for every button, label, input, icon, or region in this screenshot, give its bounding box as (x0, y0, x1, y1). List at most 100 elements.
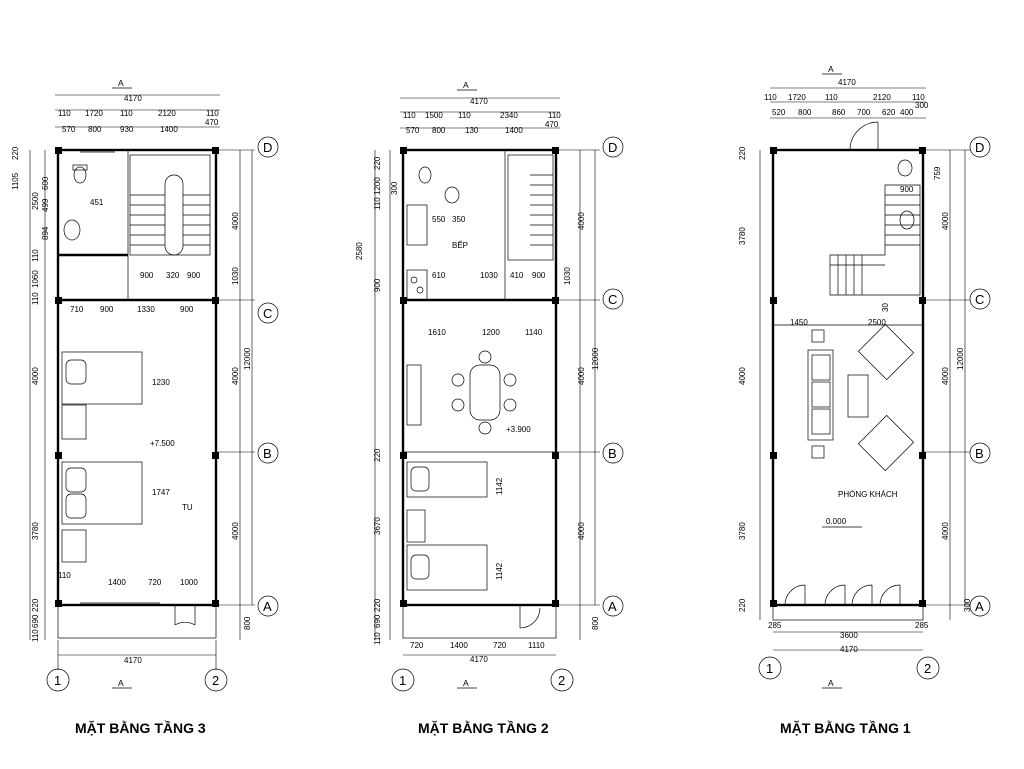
grid-label-row-b: B (263, 446, 272, 461)
grid-label-col-2: 2 (212, 673, 219, 688)
dim-left-1200-p2: 1200 (373, 177, 382, 195)
room-dim-30: 30 (881, 303, 890, 312)
dim-top-4-p2: 2340 (500, 111, 518, 120)
wardrobe-label: TU (182, 503, 193, 512)
room-dim-720: 720 (148, 578, 162, 587)
dim-overall-bottom-p2: 4170 (470, 655, 488, 664)
title-tang1: MẶT BẰNG TẦNG 1 (780, 719, 911, 736)
plan-tang2: 1 2 D C B A A A 4170 4170 110 1500 110 2… (355, 80, 624, 736)
room-dim-550: 550 (432, 215, 446, 224)
room-dim-1110: 1110 (528, 641, 545, 650)
grid-label-row-c-p2: C (608, 292, 617, 307)
dim-right-800: 800 (243, 616, 252, 630)
dim-left-894: 894 (41, 226, 50, 240)
dim-right-12000-p2: 12000 (591, 347, 600, 370)
grid-label-col-1: 1 (54, 673, 61, 688)
dim-right-4000c: 4000 (231, 522, 240, 540)
room-dim-350: 350 (452, 215, 466, 224)
room-dim-1200: 1200 (482, 328, 500, 337)
room-dim-1747: 1747 (152, 488, 170, 497)
dim-right-800-p2: 800 (591, 616, 600, 630)
dim-top-2-p1: 1720 (788, 93, 806, 102)
room-dim-710: 710 (70, 305, 84, 314)
grid-label-row-a-p2: A (608, 599, 617, 614)
dim-left-690: 690 (31, 614, 40, 628)
dim-right-12000-p1: 12000 (956, 347, 965, 370)
dim-left-110-p2: 110 (373, 197, 382, 210)
dim-left-600: 600 (41, 176, 50, 190)
dim-left-499: 499 (41, 198, 50, 212)
dim-top-4: 2120 (158, 109, 176, 118)
grid-label-row-c: C (263, 306, 272, 321)
dim-top2-3-p2: 130 (465, 126, 479, 135)
dim-top2-6-p1: 400 (900, 108, 914, 117)
room-dim-451: 451 (90, 198, 104, 207)
dim-right-4000c-p1: 4000 (941, 522, 950, 540)
room-dim-1142a: 1142 (495, 477, 504, 495)
dim-left-3670-p2: 3670 (373, 517, 382, 535)
room-dim-1000: 1000 (180, 578, 198, 587)
grid-label-col-2-p2: 2 (558, 673, 565, 688)
dim-top2-2-p2: 800 (432, 126, 446, 135)
dim-top2-7-p1: 300 (915, 101, 929, 110)
grid-label-col-2-p1: 2 (924, 661, 931, 676)
grid-bubble-2 (204, 668, 228, 692)
dim-top-1-p1: 110 (764, 93, 777, 102)
plan-tang1: 1 2 D C B A A A 4170 4170 110 1720 110 2… (738, 64, 991, 736)
dim-top-2-p2: 1500 (425, 111, 443, 120)
grid-bubble-1 (46, 668, 70, 692)
room-dim-285a: 285 (768, 621, 782, 630)
grid-label-row-c-p1: C (975, 292, 984, 307)
dim-left-2580-p2: 2580 (355, 242, 364, 260)
dim-top2-1: 570 (62, 125, 76, 134)
grid-label-row-d-p1: D (975, 140, 984, 155)
level-label-1: 0.000 (826, 517, 847, 526)
dim-left-220b: 220 (31, 598, 40, 612)
room-dim-1450: 1450 (790, 318, 808, 327)
living-room-label: PHÒNG KHÁCH (838, 490, 898, 499)
room-dim-285b: 285 (915, 621, 929, 630)
room-dim-900d: 900 (180, 305, 194, 314)
dim-left-1105: 1105 (11, 172, 20, 190)
dim-left-220-p1: 220 (738, 146, 747, 160)
dim-left-110c-p2: 110 (373, 632, 382, 645)
dim-right-4000b-p2: 4000 (577, 367, 586, 385)
dim-left-2500: 2500 (31, 192, 40, 210)
room-dim-1400-p2: 1400 (450, 641, 468, 650)
room-dim-1030: 1030 (480, 271, 498, 280)
room-dim-1142b: 1142 (495, 562, 504, 580)
dim-left-300-p2: 300 (390, 181, 399, 195)
dim-left-110b: 110 (31, 292, 40, 305)
dim-top2-1-p2: 570 (406, 126, 420, 135)
dim-top2-3-p1: 860 (832, 108, 846, 117)
section-mark-bottom: A (118, 678, 124, 688)
dim-left-220-p2: 220 (373, 156, 382, 170)
room-dim-720b-p2: 720 (493, 641, 507, 650)
room-dim-320: 320 (166, 271, 180, 280)
room-dim-900: 900 (532, 271, 546, 280)
title-tang2: MẶT BẰNG TẦNG 2 (418, 719, 549, 736)
dim-top-5-p1: 110 (912, 93, 925, 102)
room-dim-610: 610 (432, 271, 446, 280)
room-dim-900b: 900 (187, 271, 201, 280)
room-dim-1140: 1140 (525, 328, 543, 337)
dim-top-1-p2: 110 (403, 111, 416, 120)
dim-left-3780a-p1: 3780 (738, 227, 747, 245)
grid-label-col-1-p2: 1 (399, 673, 406, 688)
grid-label-row-d: D (263, 140, 272, 155)
dim-top-5: 110 (206, 109, 219, 118)
room-dim-2500: 2500 (868, 318, 886, 327)
dim-left-220: 220 (11, 146, 20, 160)
dim-left-300-p1: 300 (963, 598, 972, 612)
dim-top2-4-p2: 1400 (505, 126, 523, 135)
room-dim-1610: 1610 (428, 328, 446, 337)
dim-top-3-p1: 110 (825, 93, 838, 102)
dim-right-1030: 1030 (231, 267, 240, 285)
dim-right-4000a-p2: 4000 (577, 212, 586, 230)
section-mark-top: A (118, 78, 124, 88)
dim-top-4-p1: 2120 (873, 93, 891, 102)
grid-bubble-d (257, 136, 279, 158)
grid-label-col-1-p1: 1 (766, 661, 773, 676)
